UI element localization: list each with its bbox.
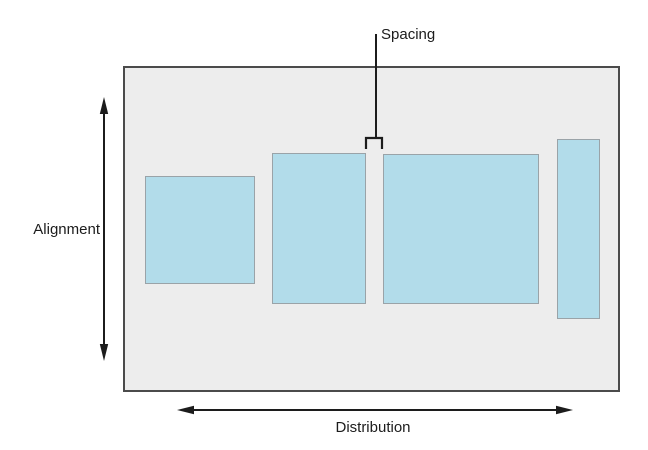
spacing-label: Spacing: [381, 26, 436, 43]
stack-item: [145, 176, 255, 284]
distribution-label: Distribution: [335, 419, 411, 436]
stack-item: [383, 154, 539, 304]
distribution-arrow: [177, 405, 573, 415]
stack-item: [272, 153, 366, 304]
alignment-arrow: [99, 97, 109, 361]
alignment-label: Alignment: [33, 221, 100, 238]
stack-item: [557, 139, 600, 319]
